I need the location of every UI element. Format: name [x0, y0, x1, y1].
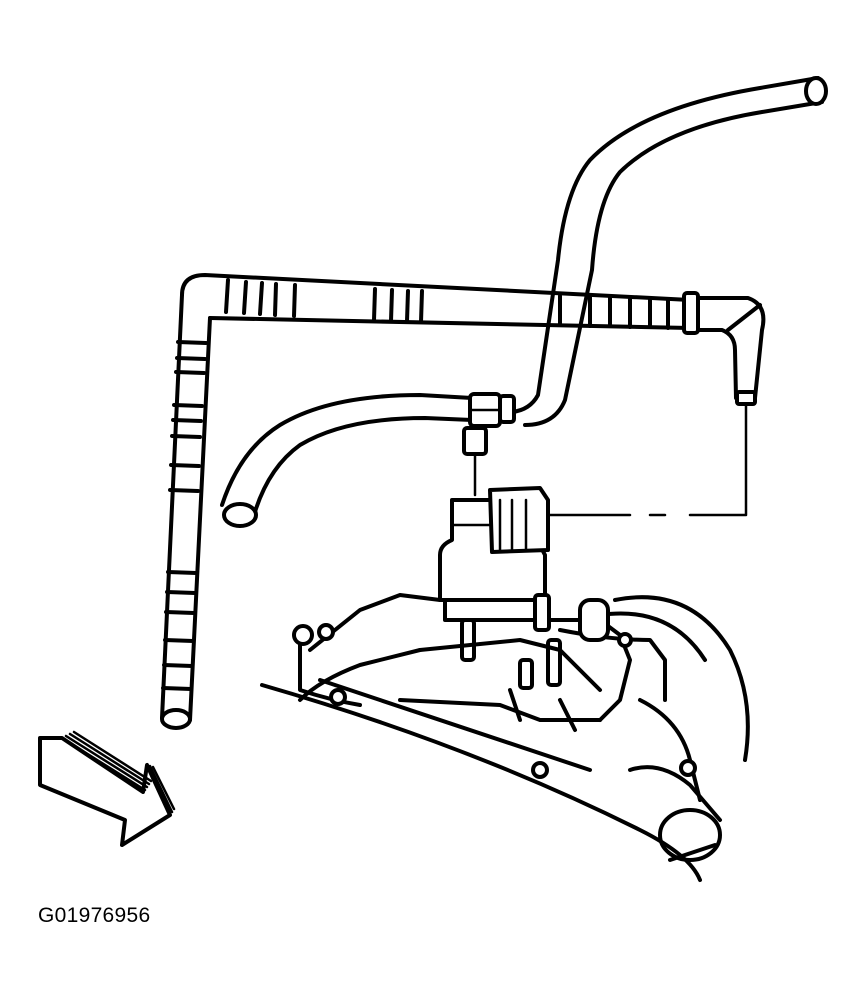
hose-tee-fitting: [462, 392, 516, 456]
engine-intake-assembly: [260, 593, 750, 882]
vacuum-solenoid-valve: [438, 486, 550, 622]
horizontal-corrugated-hose: [180, 273, 766, 406]
vertical-corrugated-hose: [160, 293, 212, 730]
upper-vacuum-hose: [510, 76, 828, 427]
direction-arrow-icon: [38, 730, 176, 847]
figure-id-label: G01976956: [38, 904, 151, 927]
curved-vacuum-hose: [220, 393, 474, 528]
